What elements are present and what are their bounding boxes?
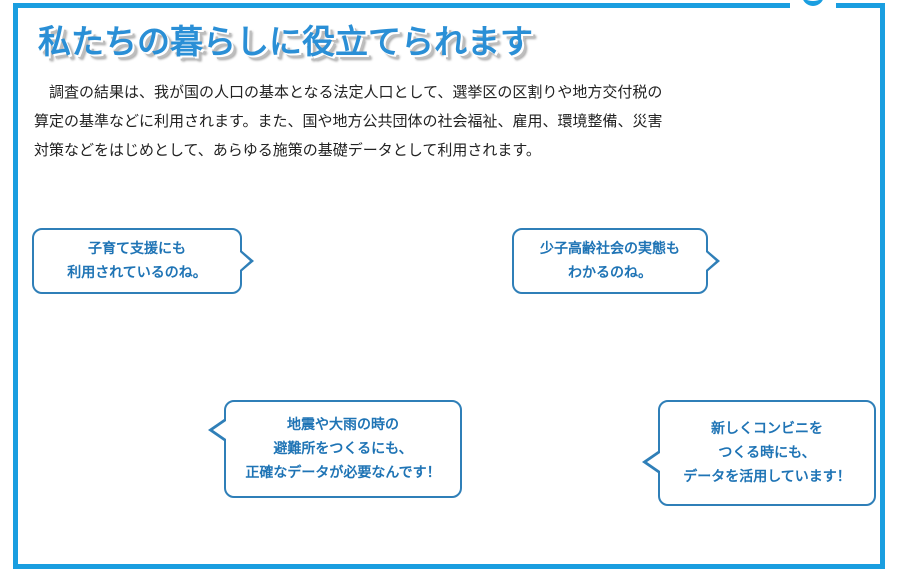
bubble-tail-fill [647,453,660,471]
frame-corner-mark [802,0,824,6]
intro-line: 調査の結果は、我が国の人口の基本となる法定人口として、選挙区の区割りや地方交付税… [34,83,663,101]
bubble-tail-fill [240,252,250,270]
speech-bubble-convenience-store: 新しくコンビニを つくる時にも、 データを活用しています！ [658,400,876,506]
bubble-line: 子育て支援にも [88,241,186,257]
bubble-line: 少子高齢社会の実態も [540,241,680,257]
bubble-line: 地震や大雨の時の [287,417,399,433]
intro-line: 対策などをはじめとして、あらゆる施策の基礎データとして利用されます。 [34,141,541,159]
bubble-line: 新しくコンビニを [711,421,823,437]
speech-bubble-aging-society: 少子高齢社会の実態も わかるのね。 [512,228,708,294]
bubble-tail-fill [213,421,226,439]
bubble-line: 正確なデータが必要なんです！ [245,465,441,481]
intro-line: 算定の基準などに利用されます。また、国や地方公共団体の社会福祉、雇用、環境整備、… [34,112,663,130]
speech-bubble-evacuation: 地震や大雨の時の 避難所をつくるにも、 正確なデータが必要なんです！ [224,400,462,498]
bubble-line: わかるのね。 [568,265,652,281]
page-title: 私たちの暮らしに役立てられます [38,22,533,61]
bubble-line: 利用されているのね。 [67,265,207,281]
bubble-tail-fill [706,252,716,270]
intro-paragraph: 調査の結果は、我が国の人口の基本となる法定人口として、選挙区の区割りや地方交付税… [34,78,754,165]
bubble-line: 避難所をつくるにも、 [273,441,413,457]
speech-bubble-childcare: 子育て支援にも 利用されているのね。 [32,228,242,294]
bubble-line: データを活用しています！ [683,469,851,485]
bubble-line: つくる時にも、 [718,445,816,461]
